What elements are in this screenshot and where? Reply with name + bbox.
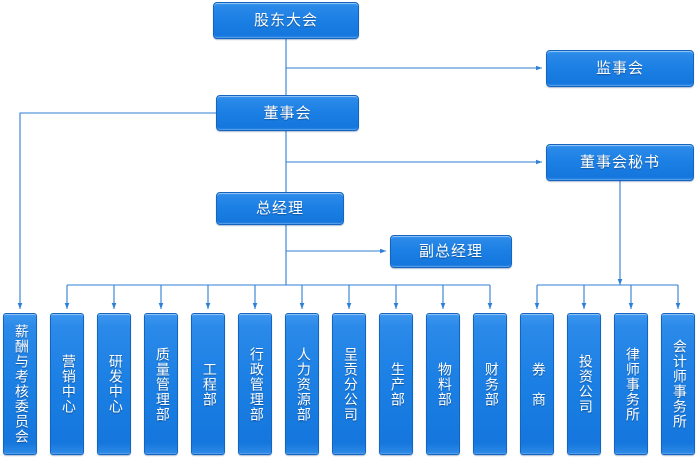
node-label-board-secretary: 董事会秘书 [579, 153, 660, 172]
node-finance-dept[interactable]: 财务部 [473, 313, 507, 455]
node-label-accounting-firm: 会计师事务所 [670, 339, 687, 429]
node-production-dept[interactable]: 生产部 [379, 313, 413, 455]
node-shareholders-meeting[interactable]: 股东大会 [213, 2, 359, 39]
node-label-human-resources-dept: 人力资源部 [294, 346, 311, 422]
node-administration-dept[interactable]: 行政管理部 [238, 313, 272, 455]
node-board-secretary[interactable]: 董事会秘书 [546, 144, 694, 181]
node-label-finance-dept: 财务部 [482, 361, 499, 407]
node-quality-management-dept[interactable]: 质量管理部 [144, 313, 178, 455]
node-board-of-directors[interactable]: 董事会 [216, 95, 359, 131]
node-label-production-dept: 生产部 [388, 361, 405, 407]
node-deputy-general-manager[interactable]: 副总经理 [390, 235, 512, 268]
node-label-quality-management-dept: 质量管理部 [153, 346, 170, 422]
node-law-firm[interactable]: 律师事务所 [614, 313, 648, 455]
node-label-board-of-supervisors: 监事会 [595, 59, 644, 78]
node-label-law-firm: 律师事务所 [623, 346, 640, 422]
node-label-engineering-dept: 工程部 [200, 361, 217, 407]
node-label-board-of-directors: 董事会 [263, 103, 312, 122]
node-label-deputy-general-manager: 副总经理 [418, 242, 483, 261]
link-board-to-compensation-committee [17, 112, 216, 309]
node-securities-broker[interactable]: 券 商 [520, 313, 554, 455]
node-label-materials-dept: 物料部 [435, 361, 452, 407]
node-label-rd-center: 研发中心 [106, 354, 123, 414]
node-materials-dept[interactable]: 物料部 [426, 313, 460, 455]
node-investment-company[interactable]: 投资公司 [567, 313, 601, 455]
node-board-of-supervisors[interactable]: 监事会 [546, 50, 694, 87]
node-human-resources-dept[interactable]: 人力资源部 [285, 313, 319, 455]
node-label-general-manager: 总经理 [255, 199, 304, 218]
node-label-marketing-center: 营销中心 [59, 354, 76, 414]
node-marketing-center[interactable]: 营销中心 [50, 313, 84, 455]
node-rd-center[interactable]: 研发中心 [97, 313, 131, 455]
node-general-manager[interactable]: 总经理 [216, 192, 344, 225]
node-label-securities-broker: 券 商 [529, 361, 546, 407]
node-label-investment-company: 投资公司 [576, 354, 593, 414]
node-label-shareholders-meeting: 股东大会 [253, 11, 318, 30]
node-chenggong-branch[interactable]: 呈贡分公司 [332, 313, 366, 455]
node-accounting-firm[interactable]: 会计师事务所 [661, 313, 695, 455]
node-label-compensation-assessment-committee: 薪酬与考核委员会 [12, 324, 29, 444]
node-label-administration-dept: 行政管理部 [247, 346, 264, 422]
node-label-chenggong-branch: 呈贡分公司 [341, 346, 358, 422]
node-compensation-assessment-committee[interactable]: 薪酬与考核委员会 [3, 313, 37, 455]
node-engineering-dept[interactable]: 工程部 [191, 313, 225, 455]
